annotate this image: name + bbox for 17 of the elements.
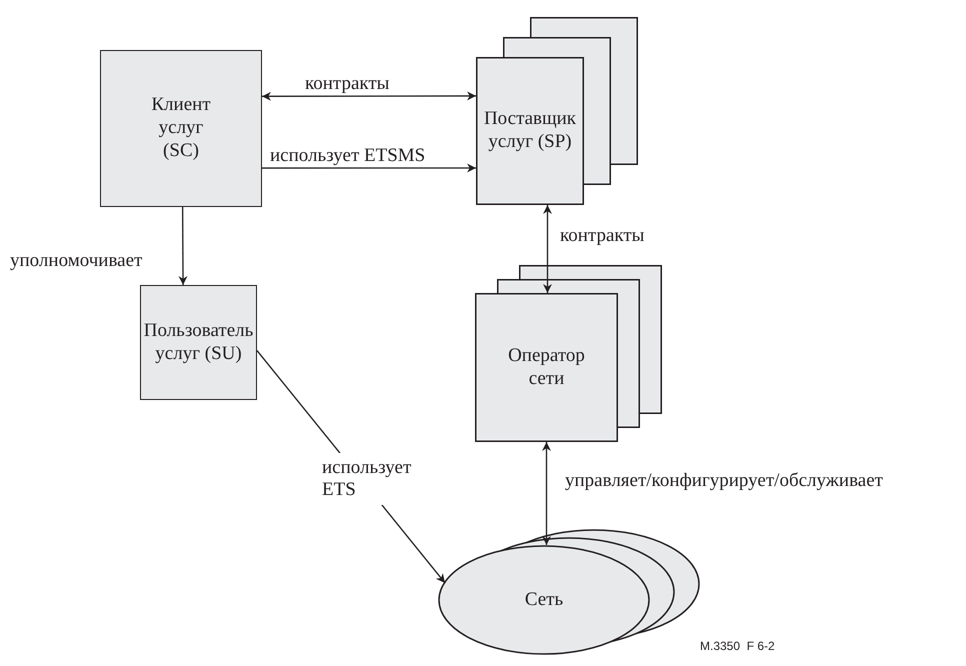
node-text: Поставщик услуг (SP) — [482, 108, 578, 154]
entity-box — [140, 285, 257, 400]
node-text: Оператор сети — [507, 344, 586, 390]
entity-box — [100, 50, 262, 207]
edge-label: использует ETSMS — [270, 145, 426, 167]
node-text: Пользователь услуг (SU) — [142, 320, 254, 366]
node-text: Сеть — [524, 588, 564, 612]
edge-label: управляет/конфигурирует/обслуживает — [565, 470, 883, 492]
node-text: Клиент услуг (SC) — [150, 94, 212, 163]
arrow — [262, 91, 476, 101]
stacked-ellipse — [438, 529, 700, 655]
arrow — [178, 207, 188, 285]
stacked-box — [475, 265, 662, 442]
arrow — [262, 164, 476, 172]
arrow — [542, 442, 551, 545]
stacked-box — [476, 17, 638, 205]
arrow — [543, 205, 552, 293]
